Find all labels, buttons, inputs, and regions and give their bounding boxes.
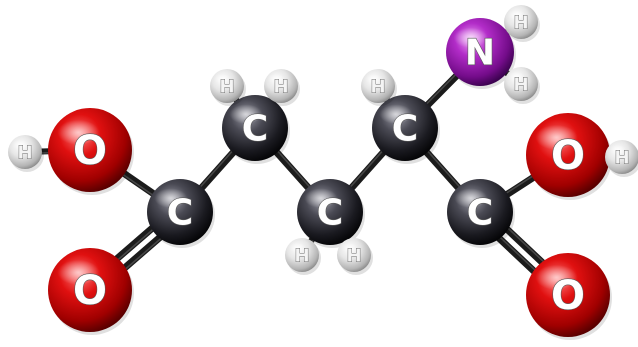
oxygen-atom: O xyxy=(526,253,612,340)
atom-shine xyxy=(11,139,29,150)
hydrogen-label: H xyxy=(513,13,528,34)
hydrogen-atom: H xyxy=(605,140,638,177)
hydrogen-atom: H xyxy=(210,69,246,106)
carbon-label: C xyxy=(467,193,493,234)
hydrogen-label: H xyxy=(219,77,234,98)
atom-shine xyxy=(608,144,626,155)
atom-shine xyxy=(454,188,488,209)
carbon-label: C xyxy=(242,109,268,150)
carbon-atom: C xyxy=(222,95,290,164)
nitrogen-atom: N xyxy=(446,18,516,89)
oxygen-label: O xyxy=(551,133,585,179)
hydrogen-atom: H xyxy=(504,67,540,104)
carbon-atom: C xyxy=(147,179,215,248)
carbon-label: C xyxy=(317,193,343,234)
oxygen-atom: O xyxy=(526,113,612,200)
carbon-atom: C xyxy=(372,95,440,164)
atom-shine xyxy=(535,264,578,290)
atom-shine xyxy=(340,242,358,253)
atom-shine xyxy=(304,188,338,209)
atom-shine xyxy=(507,71,525,82)
carbon-label: C xyxy=(392,109,418,150)
oxygen-atom: O xyxy=(48,108,134,195)
hydrogen-atom: H xyxy=(361,69,397,106)
oxygen-atom: O xyxy=(48,248,134,335)
hydrogen-label: H xyxy=(346,246,361,267)
atom-shine xyxy=(288,242,306,253)
atom-shine xyxy=(57,259,100,285)
nitrogen-label: N xyxy=(465,33,495,74)
hydrogen-atom: H xyxy=(337,238,373,275)
carbon-atom: C xyxy=(297,179,365,248)
atom-shine xyxy=(453,27,488,48)
hydrogen-atom: H xyxy=(264,69,300,106)
carbon-label: C xyxy=(167,193,193,234)
atom-shine xyxy=(507,9,525,20)
atom-shine xyxy=(535,124,578,150)
atom-shine xyxy=(57,119,100,145)
carbon-atom: C xyxy=(447,179,515,248)
atom-shine xyxy=(213,73,231,84)
atom-shine xyxy=(229,104,263,125)
oxygen-label: O xyxy=(73,268,107,314)
hydrogen-label: H xyxy=(513,75,528,96)
hydrogen-label: H xyxy=(370,77,385,98)
oxygen-label: O xyxy=(73,128,107,174)
hydrogen-label: H xyxy=(273,77,288,98)
hydrogen-label: H xyxy=(614,148,629,169)
atom-shine xyxy=(379,104,413,125)
hydrogen-label: H xyxy=(294,246,309,267)
hydrogen-atom: H xyxy=(504,5,540,42)
oxygen-label: O xyxy=(551,273,585,319)
atom-shine xyxy=(364,73,382,84)
atom-shine xyxy=(267,73,285,84)
atom-shine xyxy=(154,188,188,209)
hydrogen-label: H xyxy=(17,143,32,164)
hydrogen-atom: H xyxy=(8,135,44,172)
hydrogen-atom: H xyxy=(285,238,321,275)
